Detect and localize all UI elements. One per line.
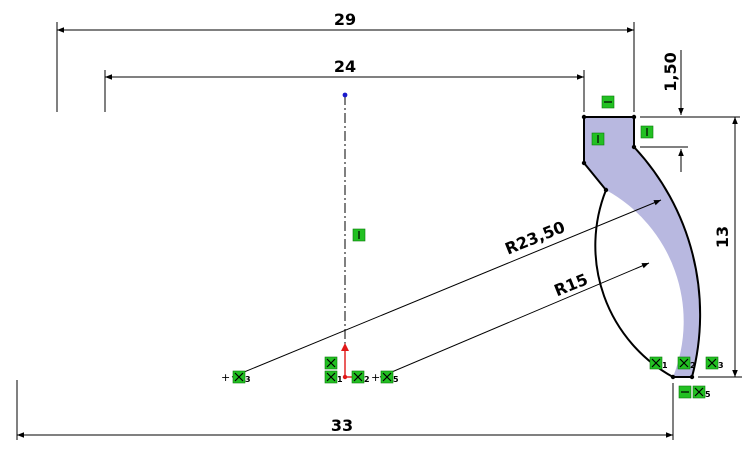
inner-arc-edge[interactable] <box>594 189 674 378</box>
vertex-point[interactable] <box>670 374 676 380</box>
cross-marker: + <box>371 371 380 384</box>
coincident-relation-icon[interactable]: 1 <box>324 370 343 384</box>
vertex-point[interactable] <box>581 160 587 166</box>
coincident-relation-icon[interactable]: 2 <box>351 370 370 384</box>
dimension-24[interactable]: 24 <box>104 57 585 112</box>
coincident-relation-icon[interactable]: 1 <box>649 356 668 370</box>
vertical-relation-icon[interactable] <box>591 132 605 146</box>
cross-marker: + <box>221 371 230 384</box>
dimension-33-label[interactable]: 33 <box>331 416 353 435</box>
relation-number: 5 <box>705 390 711 399</box>
dimension-29-label[interactable]: 29 <box>334 10 356 29</box>
dimension-13[interactable]: 13 <box>698 117 742 378</box>
dimension-24-label[interactable]: 24 <box>334 57 356 76</box>
relation-number: 1 <box>662 361 668 370</box>
vertex-point[interactable] <box>631 114 637 120</box>
vertex-point[interactable] <box>603 187 609 193</box>
vertical-relation-icon[interactable] <box>640 125 654 139</box>
horizontal-relation-icon[interactable] <box>601 95 615 109</box>
coincident-relation-icon[interactable]: 3 <box>705 356 724 370</box>
outer-arc-edge[interactable] <box>633 146 702 378</box>
vertex-point[interactable] <box>581 114 587 120</box>
relation-number: 3 <box>245 375 251 384</box>
coincident-relation-icon[interactable] <box>324 356 338 370</box>
relation-number: 3 <box>718 361 724 370</box>
vertical-relation-icon[interactable] <box>352 228 366 242</box>
relation-number: 2 <box>690 361 696 370</box>
coincident-relation-icon[interactable]: 2 <box>677 356 696 370</box>
origin-icon <box>341 343 358 380</box>
vertex-point[interactable] <box>689 374 695 380</box>
dimension-1-50-label[interactable]: 1,50 <box>661 52 680 91</box>
dimension-r15[interactable]: R15 <box>379 262 650 378</box>
dimension-r23-50[interactable]: R23,50 <box>231 199 662 378</box>
coincident-relation-icon[interactable]: + 5 <box>371 370 399 384</box>
horizontal-relation-icon[interactable] <box>678 385 692 399</box>
relation-number: 5 <box>393 375 399 384</box>
sketch-profile-region[interactable] <box>584 117 701 377</box>
dimension-1-50[interactable]: 1,50 <box>640 50 740 172</box>
sketch-profile-edges[interactable] <box>583 116 702 378</box>
sketch-vertices <box>581 114 695 380</box>
vertex-point[interactable] <box>631 144 637 150</box>
dimension-13-label[interactable]: 13 <box>713 226 732 248</box>
left-slant-edge-line[interactable] <box>583 162 607 191</box>
relation-number: 1 <box>337 375 343 384</box>
relation-number: 2 <box>364 375 370 384</box>
dimension-33[interactable]: 33 <box>16 380 674 440</box>
coincident-relation-icon[interactable]: 5 <box>692 385 711 399</box>
coincident-relation-icon[interactable]: + 3 <box>221 370 251 384</box>
dimension-29[interactable]: 29 <box>56 10 635 112</box>
arc-center-point-icon[interactable] <box>342 92 348 98</box>
